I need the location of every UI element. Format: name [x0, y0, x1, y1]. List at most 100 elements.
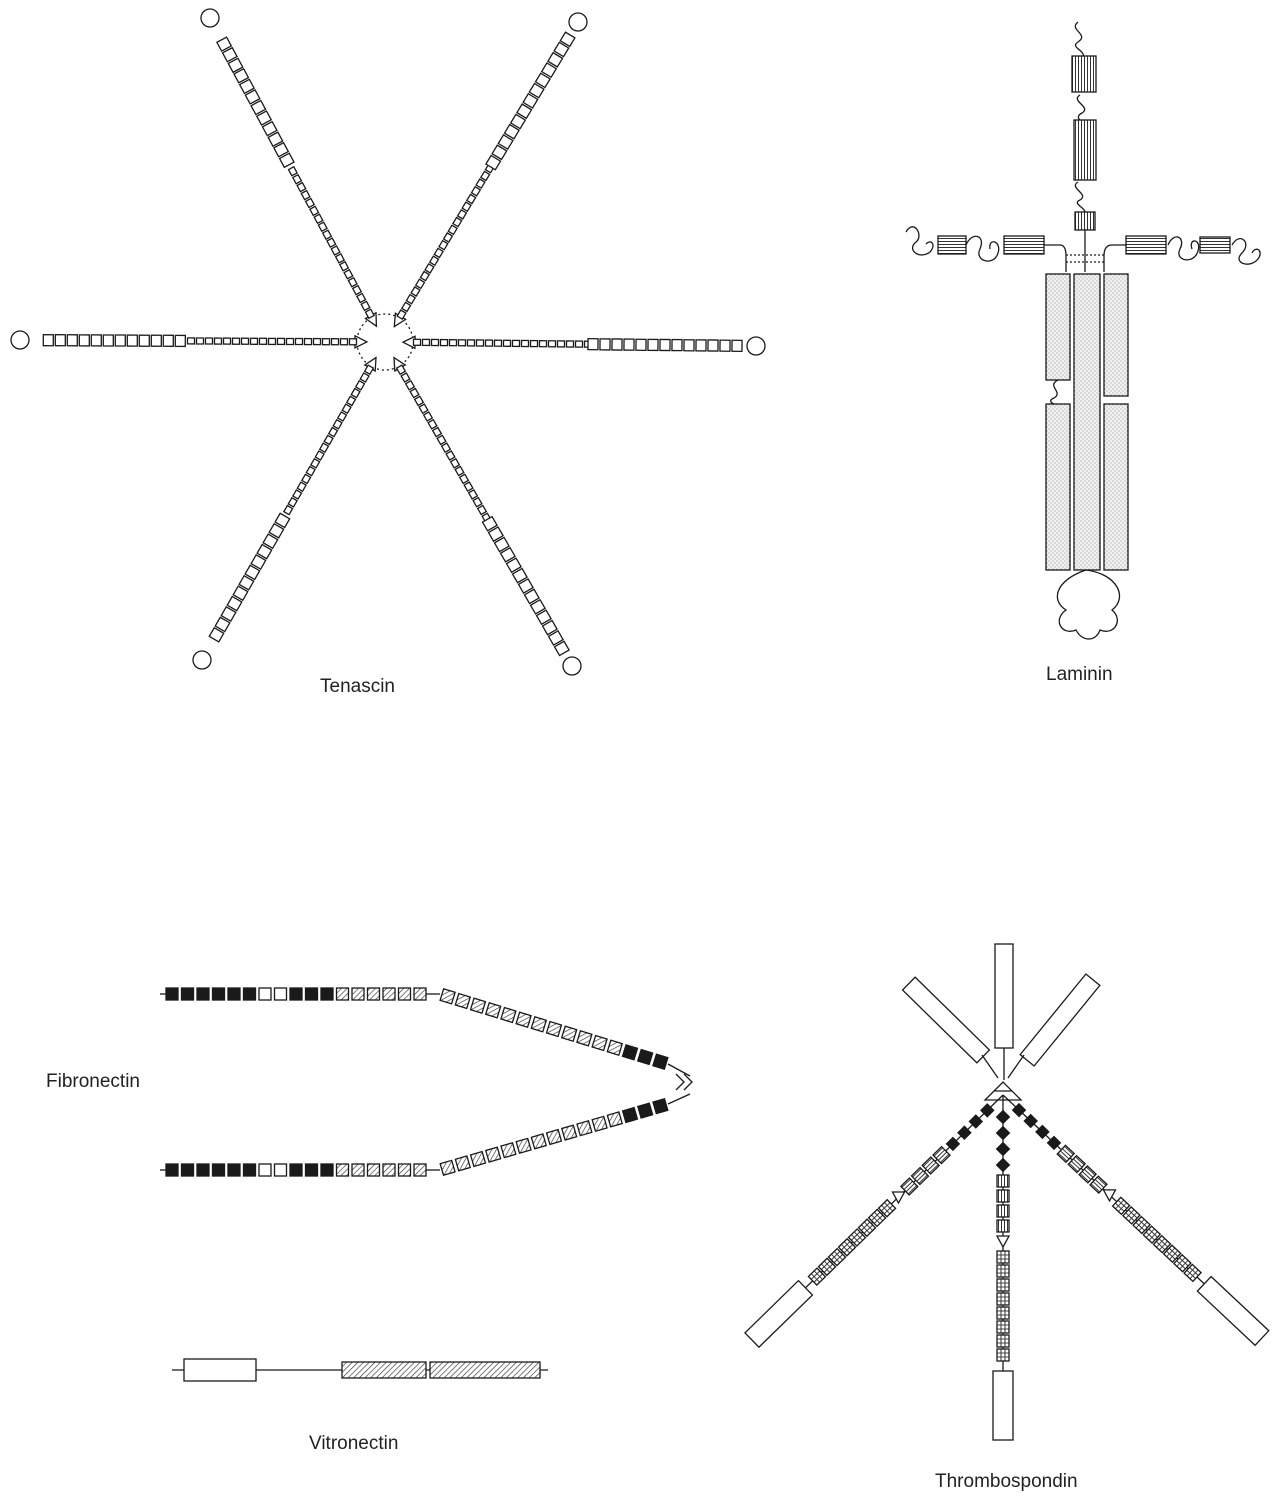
fibronectin-module: [321, 988, 333, 1000]
laminin-coiled-coil: [1104, 404, 1128, 570]
thrombospondin-label: Thrombospondin: [935, 1471, 1078, 1493]
tenascin-egf-repeat: [503, 340, 510, 346]
tenascin-egf-repeat: [428, 420, 437, 429]
fibronectin-module: [577, 1121, 592, 1136]
tenascin-egf-repeat: [304, 339, 311, 345]
tenascin-egf-repeat: [313, 339, 320, 345]
tenascin-egf-repeat: [320, 443, 329, 452]
tenascin-egf-repeat: [469, 490, 478, 499]
tenascin-fn3-repeat: [732, 340, 742, 351]
tenascin-egf-repeat: [223, 338, 230, 344]
tenascin-egf-repeat: [512, 340, 519, 346]
tenascin-egf-repeat: [286, 338, 293, 344]
fibronectin-module: [244, 1164, 256, 1176]
tenascin-egf-repeat: [419, 404, 428, 413]
fibronectin-module: [607, 1040, 622, 1055]
laminin-rod-domain: [1126, 236, 1166, 254]
fibronectin-module: [471, 1152, 486, 1167]
tenascin-egf-repeat: [293, 175, 302, 184]
tenascin-egf-repeat: [347, 396, 356, 405]
vitronectin-hemopexin-domain: [342, 1362, 426, 1378]
tenascin-egf-repeat: [416, 279, 425, 288]
tenascin-egf-repeat: [324, 435, 333, 444]
fibronectin-module: [290, 1164, 302, 1176]
fibronectin-module: [486, 1003, 501, 1018]
tenascin-egf-repeat: [444, 233, 453, 242]
laminin-rod-domain: [1075, 212, 1095, 230]
fibronectin-module: [653, 1099, 668, 1114]
tenascin-fn3-repeat: [91, 335, 101, 346]
tenascin-egf-repeat: [205, 338, 212, 344]
laminin-rod-domain: [938, 236, 966, 254]
fibronectin-module: [275, 988, 287, 1000]
fibronectin-label: Fibronectin: [46, 1071, 140, 1093]
laminin-globule: [1168, 237, 1199, 260]
vitronectin-somatomedin-domain: [184, 1359, 256, 1381]
tenascin-egf-repeat: [448, 225, 457, 234]
tenascin-fn3-repeat: [127, 335, 137, 346]
thrombospondin-type3-repeat: [997, 1279, 1009, 1291]
tenascin-egf-repeat: [446, 451, 455, 460]
thrombospondin-c-domain: [993, 1371, 1013, 1440]
fibronectin-module: [562, 1026, 577, 1041]
tenascin-egf-repeat: [327, 238, 336, 247]
fibronectin-module: [306, 988, 318, 1000]
tenascin-egf-repeat: [410, 389, 419, 398]
tenascin-egf-repeat: [288, 498, 297, 507]
tenascin-egf-repeat: [458, 210, 467, 219]
fibronectin-module: [383, 988, 395, 1000]
tenascin-egf-repeat: [322, 339, 329, 345]
tenascin-egf-repeat: [301, 191, 310, 200]
fibronectin-module: [399, 1164, 411, 1176]
tenascin-fn3-repeat: [696, 340, 706, 351]
fibronectin-module: [455, 994, 470, 1009]
tenascin-fn3-repeat: [588, 339, 598, 350]
fibronectin-module: [471, 998, 486, 1013]
fibronectin-module: [290, 988, 302, 1000]
laminin-g-domain: [1057, 570, 1119, 639]
tenascin-egf-repeat: [530, 341, 537, 347]
fibronectin-module: [213, 988, 225, 1000]
tenascin-egf-repeat: [413, 339, 420, 345]
fibronectin-module: [182, 988, 194, 1000]
fibronectin-module: [653, 1054, 668, 1069]
fibronectin-module: [321, 1164, 333, 1176]
tenascin-fn3-repeat: [43, 335, 53, 346]
laminin-coiled-coil: [1104, 274, 1128, 396]
vitronectin-diagram: [172, 1359, 548, 1381]
tenascin-egf-repeat: [259, 338, 266, 344]
laminin-rod-domain: [1072, 56, 1096, 92]
tenascin-egf-repeat: [293, 490, 302, 499]
tenascin-egf-repeat: [548, 341, 555, 347]
laminin-label: Laminin: [1046, 664, 1113, 686]
tenascin-fn3-repeat: [115, 335, 125, 346]
tenascin-egf-repeat: [431, 339, 438, 345]
tenascin-fn3-repeat: [151, 335, 161, 346]
fibronectin-module: [228, 1164, 240, 1176]
tenascin-egf-repeat: [331, 246, 340, 255]
fibronectin-module: [501, 1143, 516, 1158]
tenascin-fn3-repeat: [624, 339, 634, 350]
tenascin-egf-repeat: [485, 340, 492, 346]
fibronectin-module: [592, 1116, 607, 1131]
fibronectin-module: [440, 989, 455, 1004]
thrombospondin-type3-repeat: [997, 1349, 1009, 1361]
tenascin-egf-repeat: [462, 202, 471, 211]
tenascin-terminal-knob: [747, 337, 765, 355]
laminin-coiled-coil: [1046, 274, 1070, 380]
fibronectin-module: [166, 988, 178, 1000]
fibronectin-module: [531, 1017, 546, 1032]
tenascin-egf-repeat: [422, 339, 429, 345]
tenascin-egf-repeat: [340, 339, 347, 345]
tenascin-egf-repeat: [434, 248, 443, 257]
tenascin-egf-repeat: [295, 338, 302, 344]
fibronectin-module: [486, 1147, 501, 1162]
tenascin-egf-repeat: [351, 389, 360, 398]
tenascin-fn3-repeat: [103, 335, 113, 346]
tenascin-egf-repeat: [406, 295, 415, 304]
tenascin-egf-repeat: [473, 498, 482, 507]
tenascin-terminal-knob: [193, 651, 211, 669]
laminin-rod-domain: [1004, 236, 1044, 254]
